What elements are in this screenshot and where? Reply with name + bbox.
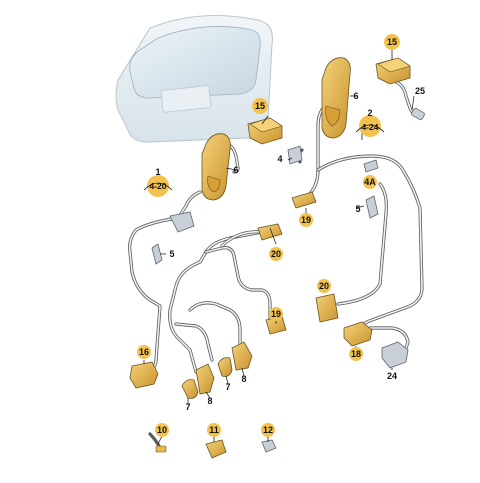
tailgate-panel bbox=[115, 15, 273, 143]
hinge-switch-7-left bbox=[181, 379, 199, 399]
control-unit-15-right bbox=[375, 57, 411, 85]
bracket-4a bbox=[363, 159, 379, 173]
callout-5-right: 5 bbox=[355, 204, 360, 214]
callout-11: 11 bbox=[209, 425, 219, 435]
callout-24: 24 bbox=[387, 371, 397, 381]
callout-4a: 4A bbox=[364, 177, 376, 187]
connector-20-upper bbox=[257, 223, 283, 241]
callout-7-left: 7 bbox=[185, 402, 190, 412]
callout-10: 10 bbox=[157, 425, 167, 435]
callout-20-upper: 20 bbox=[271, 249, 281, 259]
callout-2-ref: 4-24 bbox=[361, 122, 378, 132]
connector-16 bbox=[129, 361, 159, 389]
lamp-housing-right bbox=[321, 57, 351, 139]
callout-2: 2 bbox=[367, 108, 372, 118]
callout-5-left: 5 bbox=[169, 249, 174, 259]
callout-19-upper: 19 bbox=[301, 215, 311, 225]
callout-12: 12 bbox=[263, 425, 273, 435]
connector-20-right bbox=[315, 293, 339, 323]
callout-6-right: 6 bbox=[353, 91, 358, 101]
callout-8-right: 8 bbox=[241, 374, 246, 384]
rear-window-glass bbox=[129, 26, 261, 99]
callout-16: 16 bbox=[139, 347, 149, 357]
connector-18 bbox=[343, 321, 373, 347]
part-10 bbox=[148, 432, 167, 453]
callout-7-right: 7 bbox=[225, 382, 230, 392]
callout-4: 4 bbox=[277, 154, 282, 164]
part-11 bbox=[205, 439, 227, 459]
callout-15-left: 15 bbox=[255, 101, 265, 111]
license-plate-recess bbox=[160, 85, 212, 113]
callout-1: 1 bbox=[155, 167, 160, 177]
hinge-switch-8-right bbox=[231, 341, 253, 371]
callout-1-ref: 4-20 bbox=[149, 181, 166, 191]
callout-markers: 15 15 25 6 6 2 4-24 1 4-20 4 4A 5 5 19 2… bbox=[137, 34, 425, 437]
callout-20-right: 20 bbox=[319, 281, 329, 291]
connector-24 bbox=[381, 341, 409, 369]
bracket-part-center bbox=[169, 211, 195, 233]
connector-19-upper bbox=[291, 191, 317, 209]
control-unit-15-left bbox=[247, 117, 283, 145]
callout-18: 18 bbox=[351, 349, 361, 359]
callout-19-lower: 19 bbox=[271, 309, 281, 319]
callout-25: 25 bbox=[415, 86, 425, 96]
clip-5-left bbox=[151, 243, 163, 265]
callout-8-left: 8 bbox=[207, 396, 212, 406]
clip-5-right bbox=[365, 195, 379, 219]
hinge-switch-7-right bbox=[217, 357, 233, 377]
hinge-switch-8-left bbox=[195, 363, 215, 395]
callout-15-right: 15 bbox=[387, 37, 397, 47]
part-12 bbox=[261, 439, 277, 453]
sensor-plug-25 bbox=[411, 107, 425, 121]
lamp-housing-left bbox=[201, 133, 231, 201]
callout-6-left: 6 bbox=[233, 165, 238, 175]
